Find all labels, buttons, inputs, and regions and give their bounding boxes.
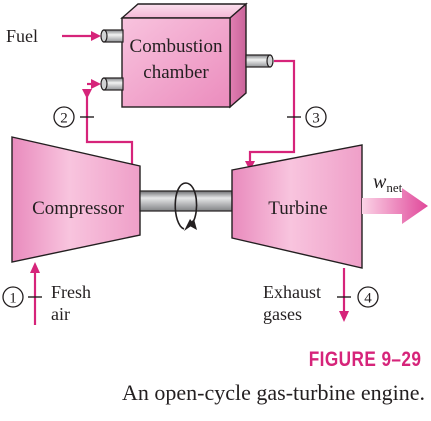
flow-line-2 <box>82 79 134 166</box>
state-circle-1: 1 <box>2 286 24 308</box>
fuel-arrow <box>62 31 101 41</box>
state-circle-2: 2 <box>53 106 75 128</box>
fuel-label: Fuel <box>6 26 38 46</box>
w-net-label: wnet <box>373 171 403 195</box>
combustion-chamber <box>120 2 248 109</box>
fresh-air-label-line1: Fresh <box>51 282 91 302</box>
compressor-label: Compressor <box>32 198 125 219</box>
state-circle-3: 3 <box>305 106 327 128</box>
chamber-label-line2: chamber <box>143 62 209 83</box>
turbine <box>231 144 363 269</box>
fresh-air-label-line2: air <box>51 304 70 324</box>
air-inlet-pipe <box>100 77 124 91</box>
work-output-arrow <box>362 188 428 224</box>
compressor <box>11 136 141 263</box>
exhaust-label-line2: gases <box>263 304 302 324</box>
shaft <box>139 190 233 212</box>
state-circle-4: 4 <box>357 286 379 308</box>
hot-gas-outlet-pipe <box>245 54 274 68</box>
exhaust-arrow <box>339 268 349 322</box>
figure-caption: An open-cycle gas-turbine engine. <box>122 380 425 405</box>
fuel-inlet-pipe <box>100 29 124 43</box>
state-number: 3 <box>312 111 320 127</box>
rotation-arrow-icon <box>174 182 198 231</box>
figure-number: FIGURE 9–29 <box>308 348 421 371</box>
state-number: 4 <box>364 291 372 307</box>
chamber-label-line1: Combustion <box>130 36 223 57</box>
fresh-air-arrow <box>30 262 40 325</box>
exhaust-label-line1: Exhaust <box>263 282 321 302</box>
flow-line-3 <box>245 59 296 171</box>
state-tick-marks <box>28 116 351 298</box>
turbine-label: Turbine <box>268 198 327 219</box>
state-number: 1 <box>9 291 17 307</box>
state-number: 2 <box>60 111 68 127</box>
